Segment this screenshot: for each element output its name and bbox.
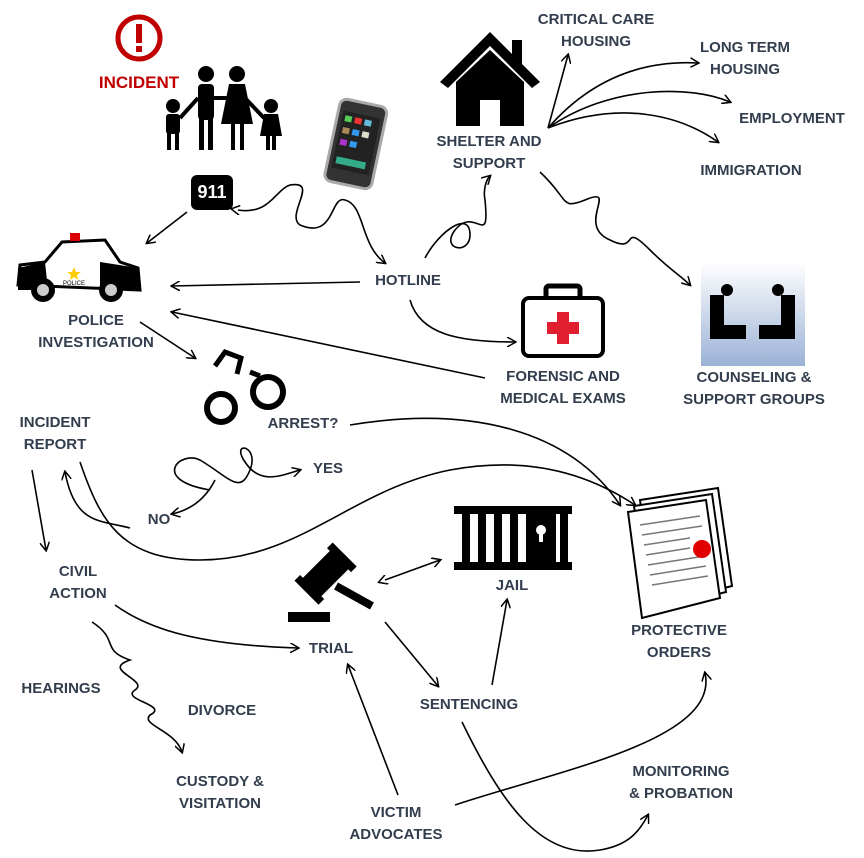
node-jail: JAIL <box>495 577 529 594</box>
node-counseling: COUNSELING & SUPPORT GROUPS <box>683 367 825 411</box>
smartphone-icon <box>323 97 389 191</box>
family-icon <box>166 66 282 150</box>
node-hearings: HEARINGS <box>21 680 101 697</box>
label-line: SUPPORT GROUPS <box>683 391 825 408</box>
label-line: FORENSIC AND <box>506 368 620 385</box>
node-police-investigation: POLICE INVESTIGATION <box>38 310 154 354</box>
node-custody-visitation: CUSTODY & VISITATION <box>176 771 264 815</box>
handcuffs-icon <box>204 348 286 425</box>
counseling-icon <box>701 262 805 366</box>
first-aid-kit-icon <box>521 283 605 358</box>
protective-order-document-icon <box>626 486 734 620</box>
node-incident-report: INCIDENT REPORT <box>20 412 91 456</box>
label-line: CUSTODY & <box>176 773 264 790</box>
gavel-icon <box>288 542 374 622</box>
label-line: MONITORING <box>632 763 730 780</box>
node-long-term-housing: LONG TERM HOUSING <box>700 37 790 81</box>
label-line: ADVOCATES <box>349 826 443 843</box>
node-divorce: DIVORCE <box>187 702 257 719</box>
node-no: NO <box>147 511 171 528</box>
node-monitoring-probation: MONITORING & PROBATION <box>629 761 733 805</box>
label-line: REPORT <box>23 436 87 453</box>
node-victim-advocates: VICTIM ADVOCATES <box>349 802 442 846</box>
house-icon <box>440 32 540 126</box>
label-line: LONG TERM <box>700 39 790 56</box>
label-line: POLICE <box>68 312 124 329</box>
label-line: COUNSELING & <box>696 369 812 386</box>
label-line: SUPPORT <box>452 155 526 172</box>
label-line: VISITATION <box>179 795 261 812</box>
label-line: MEDICAL EXAMS <box>500 390 626 407</box>
node-civil-action: CIVIL ACTION <box>49 561 107 605</box>
label-line: INCIDENT <box>19 414 91 431</box>
label-line: & PROBATION <box>629 785 733 802</box>
label-line: CIVIL <box>58 563 98 580</box>
label-line: HOUSING <box>709 61 780 78</box>
label-line: SHELTER AND <box>436 133 542 150</box>
label-line: VICTIM <box>370 804 422 821</box>
label-line: INVESTIGATION <box>38 334 154 351</box>
label-line: PROTECTIVE <box>631 622 727 639</box>
label-line: ACTION <box>49 585 107 602</box>
alert-icon <box>115 14 163 62</box>
jail-icon <box>454 506 572 570</box>
police-car-icon: POLICE <box>16 233 142 302</box>
incident-label: INCIDENT <box>98 73 180 92</box>
node-arrest: ARREST? <box>267 415 339 432</box>
node-shelter-support: SHELTER AND SUPPORT <box>437 131 542 175</box>
node-immigration: IMMIGRATION <box>700 162 802 179</box>
flow-arrows <box>31 55 730 852</box>
node-hotline: HOTLINE <box>375 272 441 289</box>
node-protective-orders: PROTECTIVE ORDERS <box>631 620 727 664</box>
label-line: HOUSING <box>560 33 632 50</box>
node-trial: TRIAL <box>308 640 354 657</box>
label-line: CRITICAL CARE <box>537 11 655 28</box>
911-badge: 911 <box>191 175 233 210</box>
node-forensic-medical: FORENSIC AND MEDICAL EXAMS <box>500 366 626 410</box>
label-line: ORDERS <box>646 644 712 661</box>
node-yes: YES <box>312 460 344 477</box>
police-car-text: POLICE <box>63 281 85 287</box>
node-sentencing: SENTENCING <box>419 696 519 713</box>
node-employment: EMPLOYMENT <box>739 110 845 127</box>
node-critical-care-housing: CRITICAL CARE HOUSING <box>538 9 654 53</box>
